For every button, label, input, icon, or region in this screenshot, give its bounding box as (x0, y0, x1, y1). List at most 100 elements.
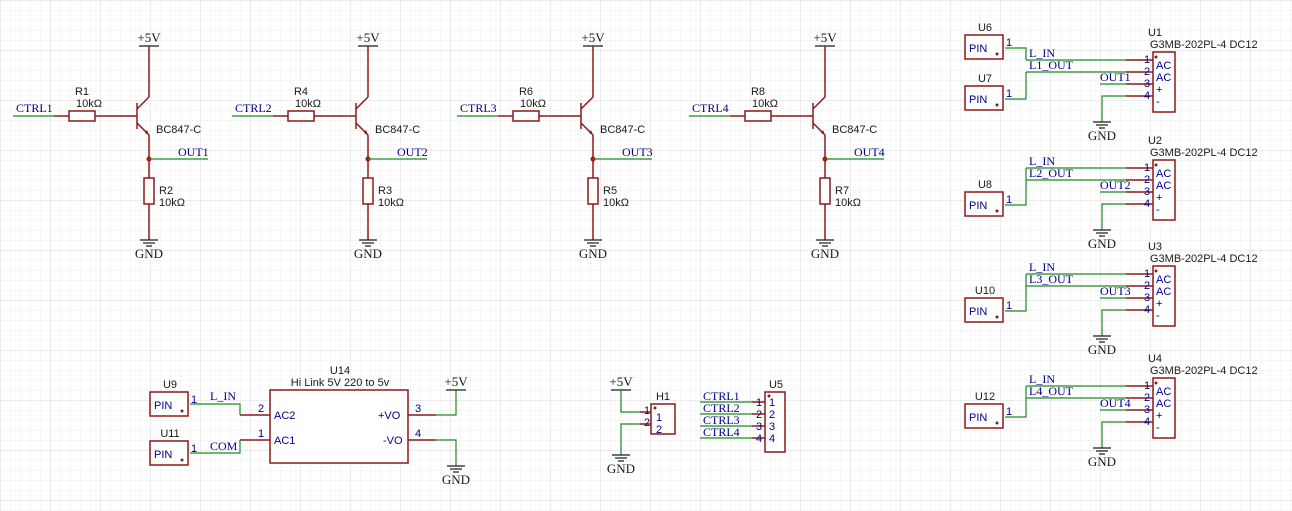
connector-net-label: CTRL4 (703, 425, 740, 439)
pulldown-resistor-ref: R7 (835, 185, 849, 197)
relay-pin-name: - (1156, 96, 1160, 108)
pin-text: PIN (969, 200, 987, 212)
base-resistor-ref: R1 (75, 86, 89, 98)
transistor-part-label: BC847-C (832, 124, 877, 136)
relay-pin-name: AC (1156, 398, 1171, 410)
lin-net-label: L_IN (1029, 372, 1055, 386)
base-resistor-value: 10kΩ (752, 98, 778, 110)
psu-pin-number: 3 (415, 403, 421, 415)
relay-part-label: G3MB-202PL-4 DC12 (1150, 39, 1258, 51)
pulldown-resistor (143, 177, 155, 205)
pin-dot (995, 209, 999, 213)
pin-dot (180, 458, 184, 462)
lin-net-label: L_IN (1029, 154, 1055, 168)
pin-text: PIN (969, 412, 987, 424)
transistor-collector (812, 96, 826, 110)
pin-wire (1005, 386, 1027, 418)
relay-pin-name: - (1156, 310, 1160, 322)
connector-pin-number: 1 (756, 397, 762, 409)
relay-pin-number: 3 (1144, 186, 1150, 198)
relay-pin-name: AC (1156, 60, 1171, 72)
base-resistor-value: 10kΩ (520, 98, 546, 110)
relay-pin1-dot (1154, 55, 1158, 59)
out-net-label: OUT4 (854, 145, 885, 159)
relay-pin-name: + (1156, 84, 1162, 96)
ctrl-net-label: CTRL1 (16, 101, 53, 115)
psu-com-wire (190, 440, 241, 454)
relay-pin-name: AC (1156, 180, 1171, 192)
base-resistor-ref: R8 (751, 86, 765, 98)
vcc-label: +5V (137, 30, 161, 45)
emitter-arrow (589, 130, 593, 135)
connector-pin-name: 2 (769, 409, 775, 421)
relay-pin-number: 4 (1144, 198, 1150, 210)
relay-pin1-dot (1154, 381, 1158, 385)
relay-gnd-wire (1101, 421, 1126, 448)
pin-text: PIN (154, 400, 172, 412)
pulldown-resistor-value: 10kΩ (603, 197, 629, 209)
base-resistor (512, 110, 540, 122)
relay-body (1152, 377, 1176, 439)
gnd-label: GND (1088, 454, 1116, 469)
header-gnd-wire (620, 423, 640, 455)
relay-pin1-dot (1154, 269, 1158, 273)
lin-net-label: L_IN (1029, 46, 1055, 60)
relay-ref-label: U2 (1148, 135, 1162, 147)
pin-dot (995, 103, 999, 107)
base-resistor (68, 110, 96, 122)
lin-net-label: L_IN (1029, 260, 1055, 274)
pin-number: 1 (191, 443, 197, 455)
vcc-label: +5V (609, 374, 633, 389)
pin-ref-label: U7 (978, 73, 992, 85)
connector-net-label: CTRL2 (703, 401, 740, 415)
relay-out-net-label: OUT3 (1100, 284, 1131, 298)
relay-pin-number: 1 (1144, 380, 1150, 392)
pin-text: PIN (969, 94, 987, 106)
header-pin-name: 2 (656, 424, 662, 436)
pulldown-resistor (819, 177, 831, 205)
header-pin-name: 1 (656, 412, 662, 424)
relay-pin-name: + (1156, 298, 1162, 310)
psu-pin-number: 2 (258, 403, 264, 415)
psu-body (269, 389, 409, 464)
connector-body (764, 391, 786, 453)
relay-pin-number: 2 (1144, 392, 1150, 404)
pin-ref-label: U11 (160, 428, 179, 440)
relay-pin-number: 1 (1144, 54, 1150, 66)
pulldown-resistor-ref: R5 (603, 185, 617, 197)
pin-text: PIN (969, 43, 987, 55)
pin-number: 1 (1006, 406, 1012, 418)
emitter-arrow (821, 130, 825, 135)
relay-ref-label: U1 (1148, 27, 1162, 39)
relay-gnd-wire (1101, 203, 1126, 230)
transistor-part-label: BC847-C (375, 124, 420, 136)
pin-text: PIN (969, 306, 987, 318)
pulldown-resistor-value: 10kΩ (835, 197, 861, 209)
connector-net-label: CTRL1 (703, 389, 740, 403)
header-pin-number: 1 (644, 405, 650, 417)
gnd-label: GND (811, 246, 839, 261)
base-resistor-ref: R4 (294, 86, 308, 98)
pulldown-resistor-ref: R3 (378, 185, 392, 197)
pin-wire (1005, 72, 1027, 100)
psu-com-net-label: COM (210, 439, 238, 453)
relay-body (1152, 265, 1176, 327)
psu-ref-label: U14 (330, 365, 350, 377)
connector-ref-label: U5 (769, 379, 783, 391)
relay-pin-name: - (1156, 422, 1160, 434)
relay-pin-number: 3 (1144, 78, 1150, 90)
psu-part-label: Hi Link 5V 220 to 5v (291, 377, 390, 389)
pin-dot (995, 421, 999, 425)
pulldown-resistor (587, 177, 599, 205)
pin-dot (995, 315, 999, 319)
connector-pin-number: 3 (756, 421, 762, 433)
gnd-label: GND (579, 246, 607, 261)
gnd-label: GND (1088, 342, 1116, 357)
relay-ref-label: U3 (1148, 241, 1162, 253)
gnd-label: GND (1088, 236, 1116, 251)
pin-wire (1005, 274, 1027, 312)
relay-pin-number: 3 (1144, 404, 1150, 416)
relay-body (1152, 51, 1176, 113)
